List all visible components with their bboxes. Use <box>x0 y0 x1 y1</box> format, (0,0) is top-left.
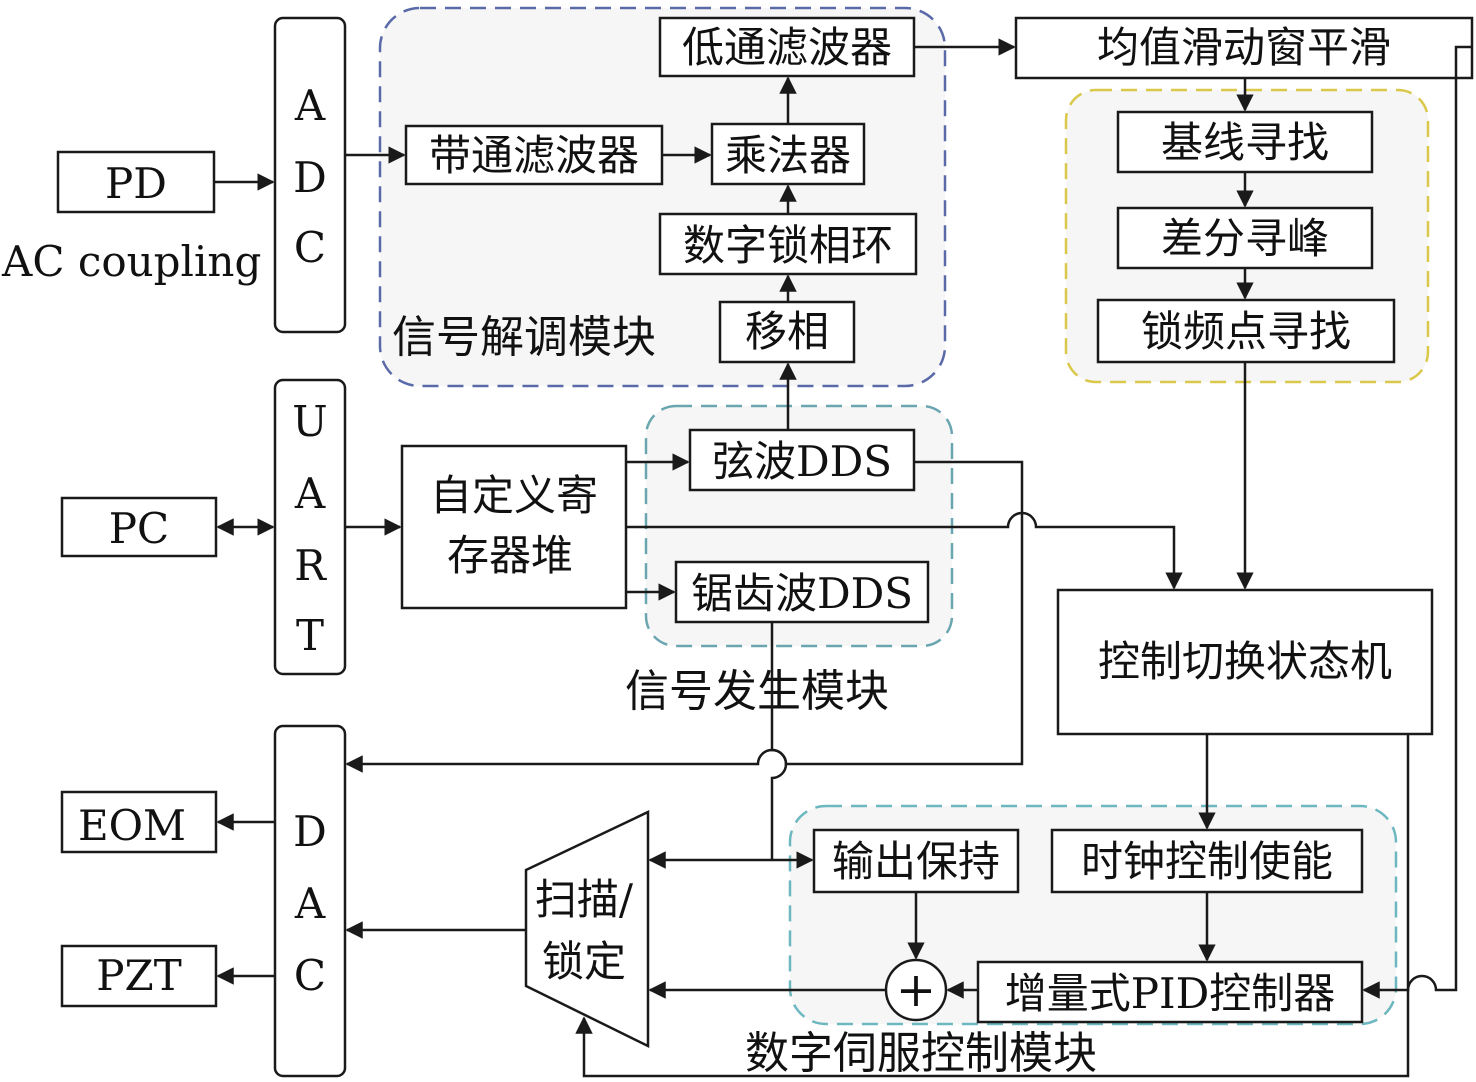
pzt-box <box>60 944 218 1008</box>
pid-controller-box <box>976 960 1364 1024</box>
saw-dds-box <box>674 560 930 624</box>
demod-group <box>378 6 947 388</box>
smoothing-box <box>1014 16 1474 80</box>
wire-fsm-mux <box>575 734 1410 1078</box>
baseline-search-box <box>1116 110 1374 174</box>
mux-label-line1: 扫描/ <box>535 875 634 924</box>
dac-block <box>273 724 347 1078</box>
pll-label: 数字锁相环 <box>683 221 893 270</box>
bandpass-filter-box <box>404 124 664 186</box>
eom-box <box>60 790 218 854</box>
hold-output-box <box>812 828 1020 894</box>
ac-coupling-label: AC coupling <box>1 237 261 286</box>
dac-letter-a: A <box>294 879 326 928</box>
dac-letter-d: D <box>293 807 327 856</box>
pll-box <box>658 212 918 276</box>
adc-letter-d: D <box>293 153 327 202</box>
pc-label: PC <box>109 504 169 553</box>
lowpass-filter-label: 低通滤波器 <box>682 23 892 72</box>
lock-point-box <box>1096 298 1396 364</box>
wire-saw-down <box>770 622 788 860</box>
adc-letter-c: C <box>294 223 326 272</box>
eom-label: EOM <box>78 801 186 850</box>
hold-output-label: 输出保持 <box>832 837 1000 886</box>
adc-letter-a: A <box>294 81 326 130</box>
pzt-label: PZT <box>96 951 181 1000</box>
smoothing-label: 均值滑动窗平滑 <box>1097 23 1391 72</box>
uart-letter-t: T <box>296 611 324 660</box>
uart-letter-u: U <box>292 397 327 446</box>
fsm-label: 控制切换状态机 <box>1098 637 1392 686</box>
phase-shift-label: 移相 <box>745 307 829 356</box>
pid-controller-label: 增量式PID控制器 <box>1005 969 1336 1018</box>
pd-label: PD <box>105 159 167 208</box>
clock-enable-box <box>1050 828 1364 894</box>
register-file-line2: 存器堆 <box>447 531 573 580</box>
servo-group-title: 数字伺服控制模块 <box>745 1028 1097 1079</box>
scan-lock-mux <box>524 810 650 1049</box>
uart-letter-r: R <box>294 541 327 590</box>
lowpass-filter-box <box>658 16 916 78</box>
diff-peak-box <box>1116 206 1374 270</box>
bandpass-filter-label: 带通滤波器 <box>429 131 639 180</box>
lock-point-label: 锁频点寻找 <box>1141 307 1351 356</box>
register-file-box <box>400 444 628 610</box>
sine-dds-box <box>688 428 916 492</box>
summer-symbol: + <box>896 962 936 1018</box>
multiplier-label: 乘法器 <box>725 131 851 180</box>
saw-dds-label: 锯齿波DDS <box>691 569 913 618</box>
baseline-search-label: 基线寻找 <box>1161 118 1329 167</box>
fsm-box <box>1056 588 1434 736</box>
register-file-line1: 自定义寄 <box>430 471 598 520</box>
demod-group-title: 信号解调模块 <box>392 312 656 363</box>
adc-block <box>273 16 347 334</box>
sine-dds-label: 弦波DDS <box>712 437 892 486</box>
dac-letter-c: C <box>294 951 326 1000</box>
wire-regfile-fsm <box>626 511 1183 590</box>
clock-enable-label: 时钟控制使能 <box>1081 837 1333 886</box>
uart-letter-a: A <box>294 469 326 518</box>
pc-box <box>60 496 218 558</box>
mux-label-line2: 锁定 <box>542 937 626 986</box>
gen-group-title: 信号发生模块 <box>625 666 889 717</box>
diff-peak-label: 差分寻峰 <box>1161 214 1329 263</box>
